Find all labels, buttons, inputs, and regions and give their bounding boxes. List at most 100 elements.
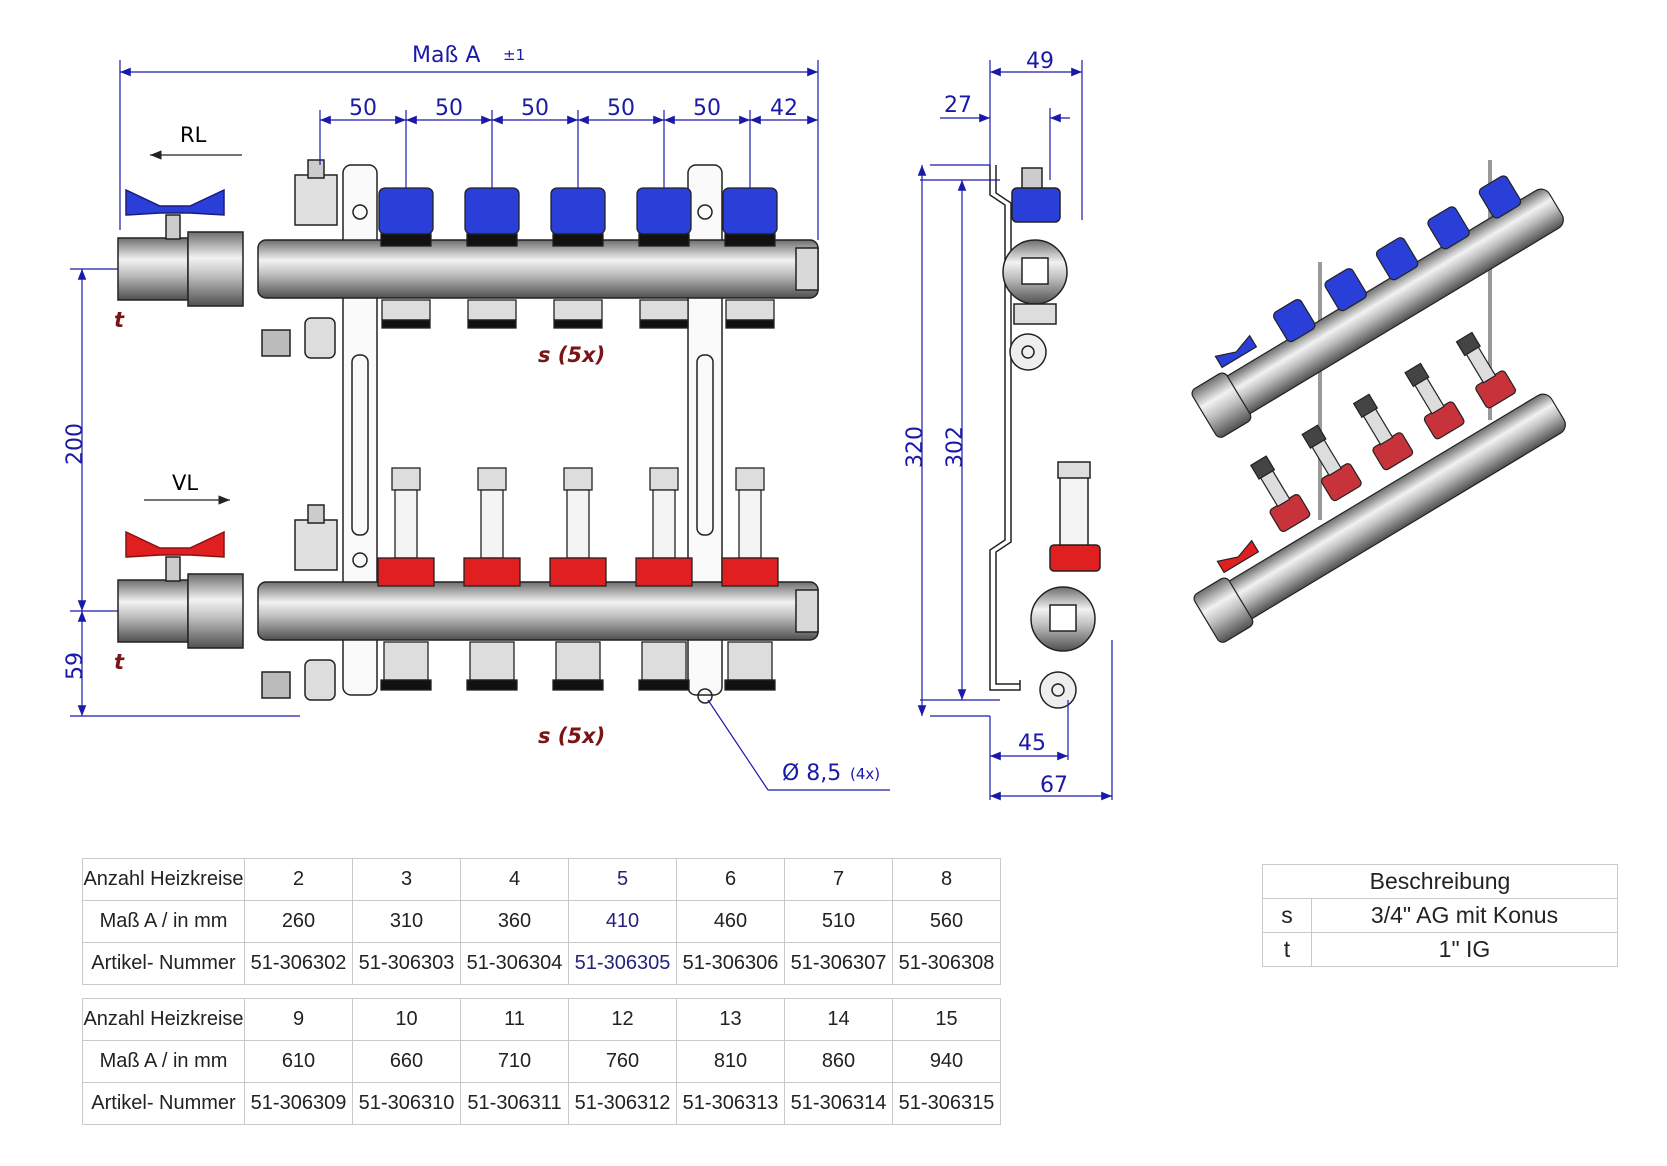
hole-count: (4x) (850, 765, 880, 783)
pitch-1: 50 (349, 96, 377, 121)
table-cell: 51-306308 (892, 942, 1001, 985)
table-cell: 260 (244, 900, 353, 943)
table-row: Beschreibung (1262, 864, 1618, 899)
flow-endcap (795, 589, 819, 633)
table-cell: 760 (568, 1040, 677, 1083)
side-320: 320 (903, 426, 928, 468)
mass-a-label: Maß A (412, 43, 480, 68)
return-ball-valve-body (117, 237, 189, 301)
table-cell: 860 (784, 1040, 893, 1083)
table-row: Maß A / in mm 260 310 360 410 460 510 56… (82, 900, 1001, 943)
side-view (989, 165, 1101, 709)
flow-labels: RL VL t t s (5x) s (5x) (114, 123, 605, 748)
return-air-vent (294, 174, 338, 226)
front-dimension-labels: Maß A ±1 50 50 50 50 50 42 200 59 (63, 43, 798, 680)
table-cell: 10 (352, 998, 461, 1041)
hole-diameter: Ø 8,5 (782, 761, 841, 786)
front-view (117, 159, 819, 704)
side-bracket-inner (995, 165, 1020, 685)
table-cell: 14 (784, 998, 893, 1041)
side-flow-meter-red (1049, 544, 1101, 572)
flow-bar (257, 581, 819, 641)
return-endcap (795, 247, 819, 291)
table-row: Anzahl Heizkreise 9 10 11 12 13 14 15 (82, 998, 1001, 1041)
return-valve-handle-blue (125, 188, 225, 216)
table-cell: 51-306307 (784, 942, 893, 985)
description-value: 1" IG (1311, 932, 1618, 967)
t-mark-top: t (114, 308, 125, 332)
table-cell: 310 (352, 900, 461, 943)
side-flow-meter-glass (1059, 474, 1089, 546)
end-offset: 42 (770, 96, 798, 121)
mass-a-tolerance: ±1 (503, 46, 525, 64)
table-row: Anzahl Heizkreise 2 3 4 5 6 7 8 (82, 858, 1001, 901)
return-coupling (187, 231, 244, 307)
row-label: Anzahl Heizkreise (82, 998, 245, 1041)
bracket-hole (352, 204, 368, 220)
right-bracket-slot (696, 354, 714, 536)
table-row: Artikel- Nummer 51-306302 51-306303 51-3… (82, 942, 1001, 985)
row-label: Artikel- Nummer (82, 942, 245, 985)
t-mark-bottom: t (114, 650, 125, 674)
isometric-view (1191, 160, 1566, 643)
side-return-cap (1011, 187, 1061, 223)
iso-return-bar (1221, 188, 1564, 416)
side-dimensions (917, 60, 1113, 801)
side-45: 45 (1018, 731, 1046, 756)
rl-label: RL (180, 123, 207, 147)
left-bracket-slot (351, 354, 369, 536)
table-cell: 3 (352, 858, 461, 901)
row-label: Anzahl Heizkreise (82, 858, 245, 901)
table-cell: 51-306312 (568, 1082, 677, 1125)
table-cell: 51-306303 (352, 942, 461, 985)
table-cell: 12 (568, 998, 677, 1041)
flow-valve-handle-red (125, 530, 225, 558)
article-table-2: Anzahl Heizkreise 9 10 11 12 13 14 15 Ma… (82, 998, 1001, 1125)
table-cell: 9 (244, 998, 353, 1041)
flow-meters (377, 467, 779, 691)
side-flow-drain (1039, 671, 1077, 709)
pitch-2: 50 (435, 96, 463, 121)
table-cell: 560 (892, 900, 1001, 943)
description-value: 3/4" AG mit Konus (1311, 898, 1618, 933)
table-cell: 51-306314 (784, 1082, 893, 1125)
table-cell: 51-306305 (568, 942, 677, 985)
return-bar (257, 239, 819, 299)
description-key: s (1262, 898, 1312, 933)
side-bracket (989, 165, 1021, 691)
description-table: Beschreibung s 3/4" AG mit Konus t 1" IG (1262, 864, 1618, 967)
side-return-drain (1009, 333, 1047, 371)
table-cell: 7 (784, 858, 893, 901)
row-label: Artikel- Nummer (82, 1082, 245, 1125)
height-59: 59 (63, 652, 88, 680)
table-cell: 710 (460, 1040, 569, 1083)
table-cell: 460 (676, 900, 785, 943)
table-row: Artikel- Nummer 51-306309 51-306310 51-3… (82, 1082, 1001, 1125)
table-cell: 51-306310 (352, 1082, 461, 1125)
row-label: Maß A / in mm (82, 1040, 245, 1083)
table-cell: 810 (676, 1040, 785, 1083)
table-cell: 51-306306 (676, 942, 785, 985)
table-cell: 51-306315 (892, 1082, 1001, 1125)
flow-coupling (187, 573, 244, 649)
table-cell: 360 (460, 900, 569, 943)
pitch-5: 50 (693, 96, 721, 121)
bracket-hole (352, 552, 368, 568)
front-dimensions (70, 60, 819, 717)
height-200: 200 (63, 423, 88, 465)
table-cell: 4 (460, 858, 569, 901)
table-row: t 1" IG (1262, 932, 1618, 967)
description-key: t (1262, 932, 1312, 967)
return-drain-valve (304, 317, 336, 359)
table-cell: 940 (892, 1040, 1001, 1083)
table-cell: 2 (244, 858, 353, 901)
table-cell: 15 (892, 998, 1001, 1041)
table-cell: 510 (784, 900, 893, 943)
table-cell: 51-306302 (244, 942, 353, 985)
side-49: 49 (1026, 49, 1054, 74)
s-mark-bottom: s (5x) (538, 724, 605, 748)
return-valve-caps (378, 187, 778, 329)
flow-drain-valve (304, 659, 336, 701)
table-row: s 3/4" AG mit Konus (1262, 898, 1618, 933)
s-mark-top: s (5x) (538, 343, 605, 367)
